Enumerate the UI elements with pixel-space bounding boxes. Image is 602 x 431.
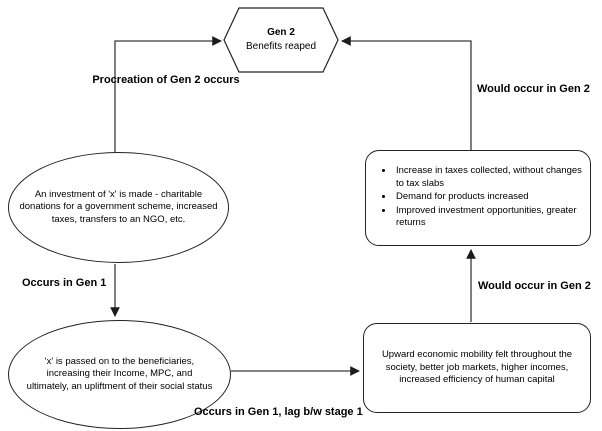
label-would-occur-top: Would occur in Gen 2	[477, 83, 590, 95]
ellipse-investment: An investment of 'x' is made - charitabl…	[8, 152, 229, 263]
box-economic-mobility-text: Upward economic mobility felt throughout…	[381, 349, 573, 386]
connector-effects-to-hexagon	[341, 36, 472, 150]
hexagon-title: Gen 2	[267, 27, 295, 38]
hexagon-subtitle: Benefits reaped	[245, 41, 317, 52]
list-item: Improved investment opportunities, great…	[394, 205, 590, 230]
box-economic-mobility: Upward economic mobility felt throughout…	[363, 323, 591, 413]
connector-investment-to-hexagon	[114, 36, 222, 152]
hexagon-gen2: Gen 2 Benefits reaped	[224, 8, 338, 72]
ellipse-beneficiaries-text: 'x' is passed on to the beneficiaries, i…	[26, 355, 213, 392]
list-item: Increase in taxes collected, without cha…	[394, 165, 590, 190]
gen2-effects-list: Increase in taxes collected, without cha…	[366, 165, 590, 231]
ellipse-investment-text: An investment of 'x' is made - charitabl…	[19, 188, 218, 225]
hexagon-gen2-shape	[223, 7, 339, 73]
label-occurs-gen1: Occurs in Gen 1	[22, 277, 107, 289]
label-occurs-gen1-lag: Occurs in Gen 1, lag b/w stage 1	[194, 406, 363, 418]
ellipse-beneficiaries: 'x' is passed on to the beneficiaries, i…	[8, 320, 231, 429]
box-gen2-effects: Increase in taxes collected, without cha…	[365, 150, 591, 246]
label-would-occur-mid: Would occur in Gen 2	[478, 280, 591, 292]
list-item: Demand for products increased	[394, 191, 590, 204]
label-procreation: Procreation of Gen 2 occurs	[92, 74, 240, 86]
